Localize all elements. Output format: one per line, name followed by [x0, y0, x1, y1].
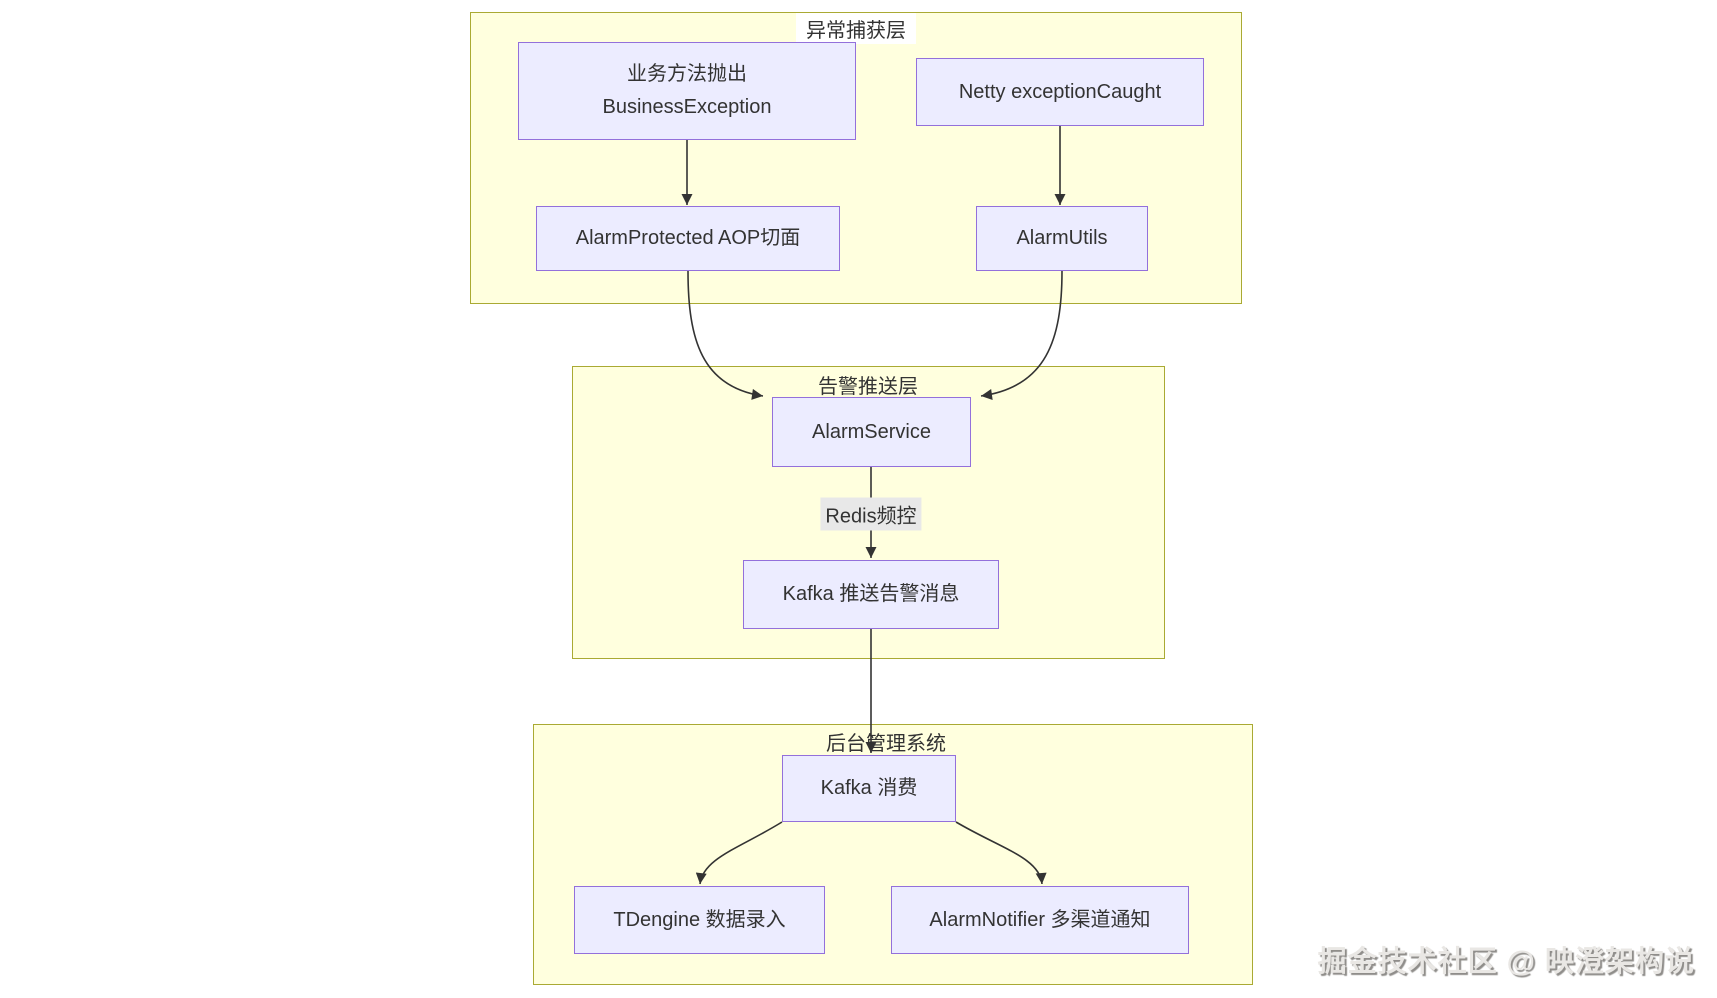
node-tdengine-ingest: TDengine 数据录入 — [574, 886, 825, 954]
node-netty-exception-caught-label: Netty exceptionCaught — [958, 80, 1162, 103]
node-alarm-notifier-label: AlarmNotifier 多渠道通知 — [929, 908, 1151, 931]
node-alarm-utils-label: AlarmUtils — [1016, 227, 1108, 249]
node-alarm-notifier: AlarmNotifier 多渠道通知 — [891, 886, 1189, 954]
node-alarm-protected-aop-label: AlarmProtected AOP切面 — [575, 227, 801, 249]
node-kafka-push-label: Kafka 推送告警消息 — [782, 583, 960, 605]
edge-label-redis-throttle: Redis频控 — [820, 497, 922, 531]
node-business-exception-line1: 业务方法抛出 — [627, 63, 747, 85]
node-alarm-service-label: AlarmService — [812, 420, 931, 443]
group-title-exception-capture-layer: 异常捕获层 — [796, 13, 916, 44]
node-kafka-consume-label: Kafka 消费 — [820, 777, 918, 799]
node-alarm-protected-aop: AlarmProtected AOP切面 — [536, 206, 840, 271]
node-tdengine-ingest-label: TDengine 数据录入 — [613, 908, 786, 931]
node-business-exception-line2: BusinessException — [602, 96, 772, 118]
node-kafka-push: Kafka 推送告警消息 — [743, 560, 999, 629]
node-kafka-consume: Kafka 消费 — [782, 755, 956, 822]
node-alarm-utils: AlarmUtils — [976, 206, 1148, 271]
node-netty-exception-caught: Netty exceptionCaught — [916, 58, 1204, 126]
group-title-backend-admin-system: 后台管理系统 — [826, 733, 946, 755]
node-business-exception: 业务方法抛出 BusinessException — [518, 42, 856, 140]
node-alarm-service: AlarmService — [772, 397, 971, 467]
group-title-alarm-push-layer: 告警推送层 — [818, 376, 918, 398]
watermark-text: 掘金技术社区 @ 映澄架构说 — [1317, 946, 1695, 978]
